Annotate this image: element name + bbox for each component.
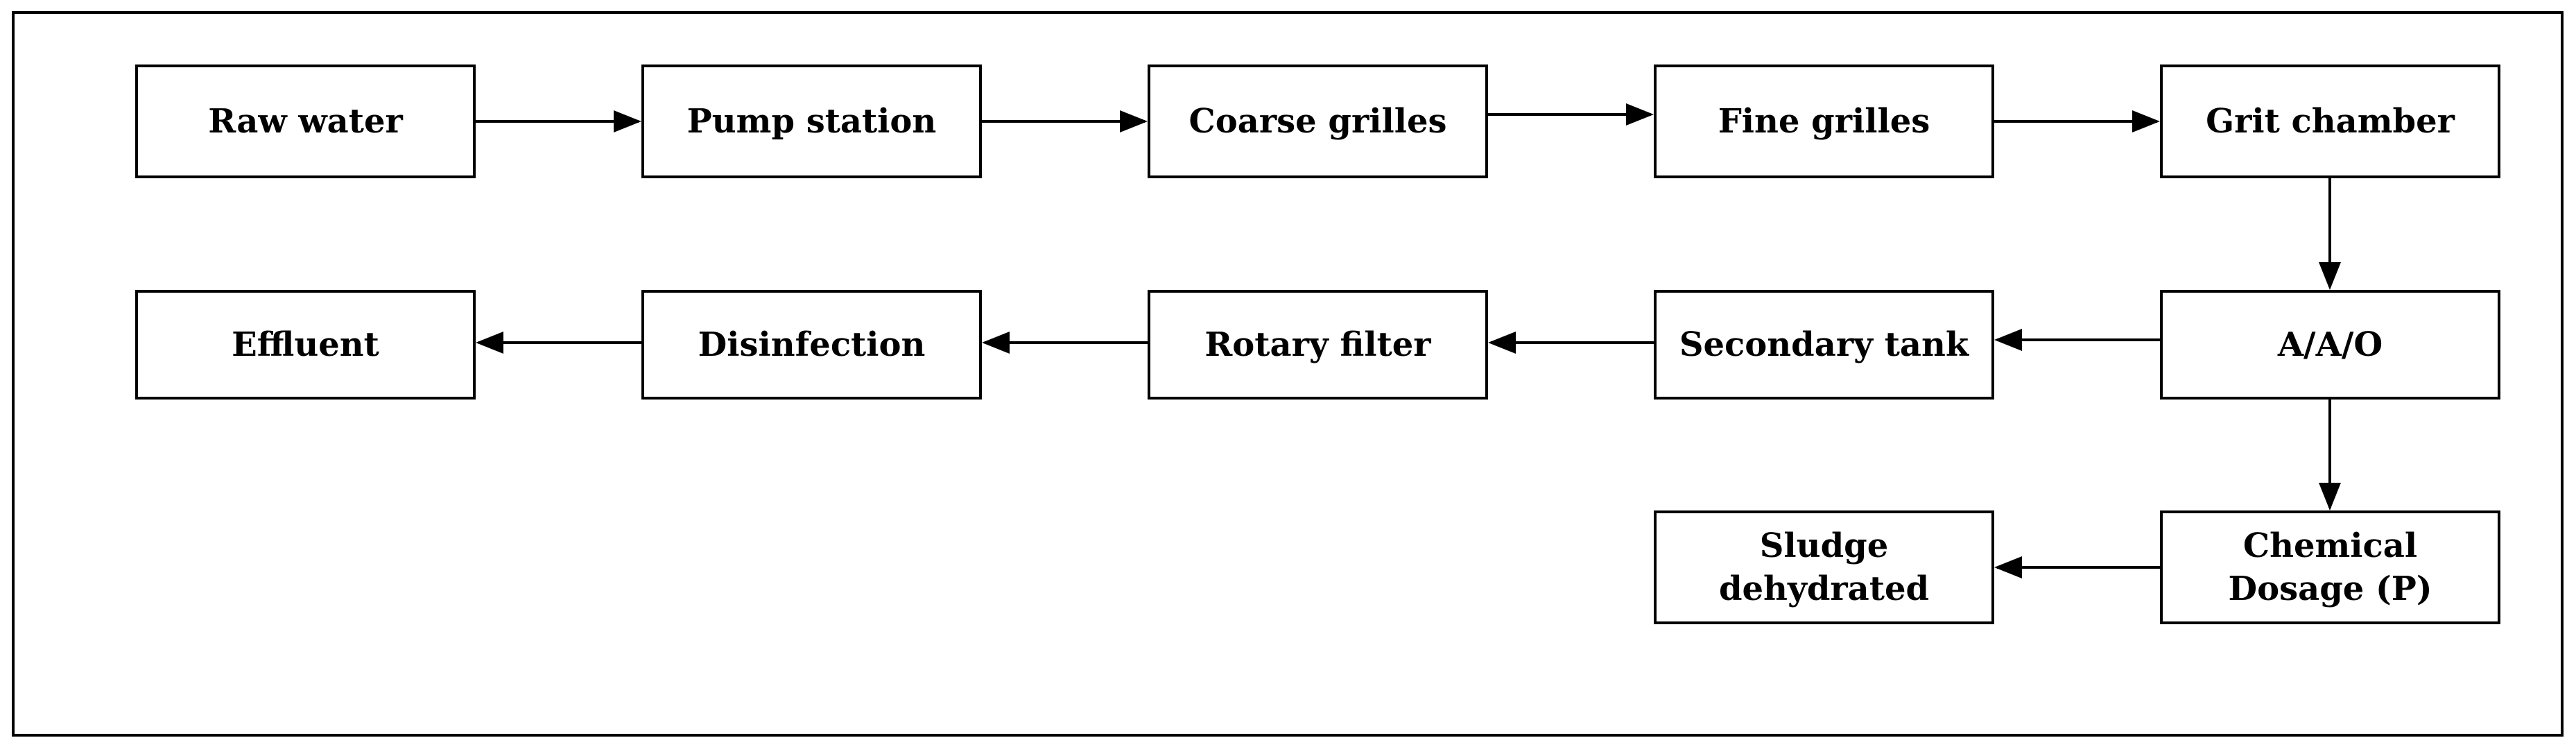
node-effluent-label: Effluent <box>232 325 379 364</box>
node-coarse-grilles-label: Coarse grilles <box>1188 101 1447 141</box>
node-pump-station: Pump station <box>641 65 982 178</box>
node-secondary-tank-label: Secondary tank <box>1679 325 1969 364</box>
node-sludge-dehydrated: Sludge dehydrated <box>1654 510 1994 624</box>
node-disinfection: Disinfection <box>641 290 982 400</box>
diagram-frame <box>12 11 2564 737</box>
node-chemical-dosage: Chemical Dosage (P) <box>2160 510 2500 624</box>
node-grit-chamber-label: Grit chamber <box>2206 101 2455 141</box>
node-secondary-tank: Secondary tank <box>1654 290 1994 400</box>
node-sludge-label-line1: Sludge <box>1759 526 1889 565</box>
node-sludge-label-line2: dehydrated <box>1718 569 1930 608</box>
node-rotary-filter: Rotary filter <box>1148 290 1488 400</box>
node-chemical-label-line2: Dosage (P) <box>2228 569 2432 608</box>
node-effluent: Effluent <box>135 290 476 400</box>
node-disinfection-label: Disinfection <box>698 325 926 364</box>
node-coarse-grilles: Coarse grilles <box>1148 65 1488 178</box>
node-fine-grilles-label: Fine grilles <box>1718 101 1930 141</box>
node-rotary-filter-label: Rotary filter <box>1204 325 1431 364</box>
node-raw-water-label: Raw water <box>208 101 403 141</box>
node-pump-station-label: Pump station <box>686 101 937 141</box>
node-chemical-label-line1: Chemical <box>2242 526 2418 565</box>
node-aao: A/A/O <box>2160 290 2500 400</box>
node-raw-water: Raw water <box>135 65 476 178</box>
node-aao-label: A/A/O <box>2277 325 2383 364</box>
node-fine-grilles: Fine grilles <box>1654 65 1994 178</box>
node-grit-chamber: Grit chamber <box>2160 65 2500 178</box>
